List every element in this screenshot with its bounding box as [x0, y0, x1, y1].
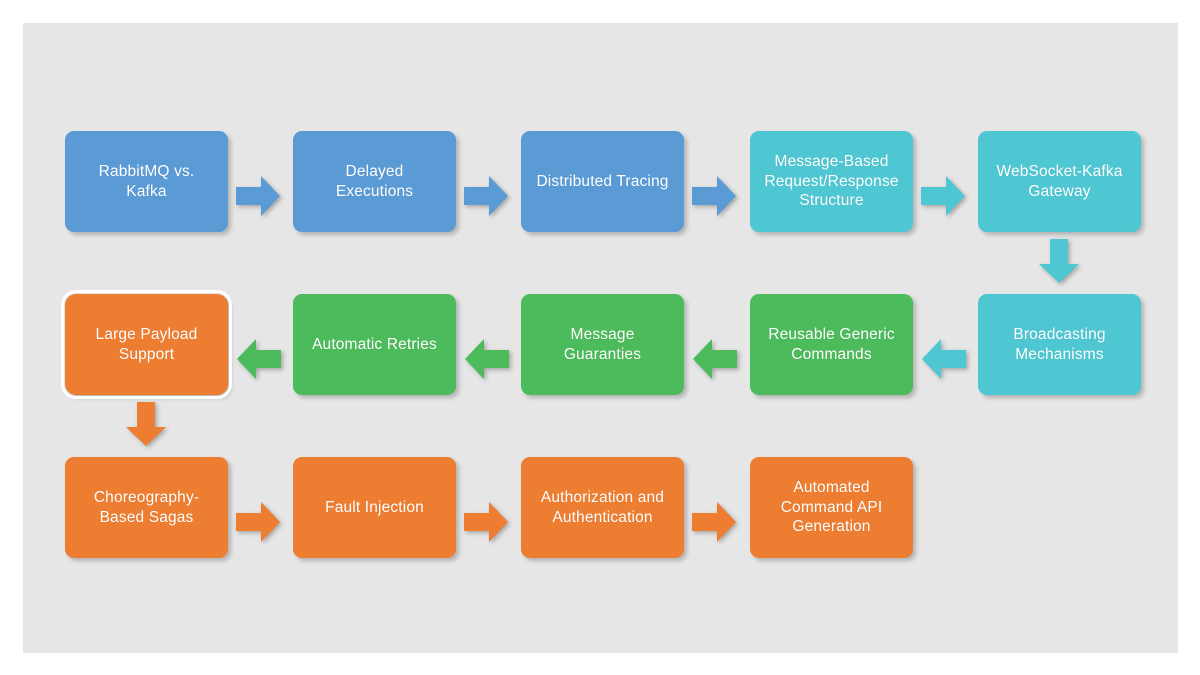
arrow-left-r2-2[interactable] [692, 338, 737, 380]
arrow-right-r1-2[interactable] [464, 175, 509, 217]
arrow-right-r3-2[interactable] [464, 501, 509, 543]
arrow-left-icon [465, 339, 509, 379]
node-label: RabbitMQ vs.Kafka [98, 162, 195, 200]
arrow-right-icon [921, 176, 965, 216]
arrow-left-icon [693, 339, 737, 379]
arrow-left-icon [237, 339, 281, 379]
node-choreography-based-sagas[interactable]: Choreography-Based Sagas [65, 457, 228, 558]
arrow-down-icon [1039, 239, 1079, 283]
arrow-down-icon [126, 402, 166, 446]
node-fault-injection[interactable]: Fault Injection [293, 457, 456, 558]
arrow-right-icon [692, 176, 736, 216]
node-distributed-tracing[interactable]: Distributed Tracing [521, 131, 684, 232]
node-label: Distributed Tracing [536, 172, 669, 190]
arrow-left-r2-4[interactable] [236, 338, 281, 380]
arrow-right-r1-4[interactable] [921, 175, 966, 217]
arrow-right-r3-1[interactable] [236, 501, 281, 543]
arrow-down-large-payload-to-choreography[interactable] [125, 402, 167, 447]
arrow-right-r1-3[interactable] [692, 175, 737, 217]
arrow-right-icon [236, 502, 280, 542]
arrow-left-r2-1[interactable] [921, 338, 966, 380]
arrow-right-r3-3[interactable] [692, 501, 737, 543]
arrow-right-icon [236, 176, 280, 216]
arrow-right-icon [464, 176, 508, 216]
node-rabbitmq-vs-kafka[interactable]: RabbitMQ vs.Kafka [65, 131, 228, 232]
node-label: Choreography-Based Sagas [93, 488, 200, 526]
arrow-left-icon [922, 339, 966, 379]
arrow-right-icon [692, 502, 736, 542]
arrow-right-r1-1[interactable] [236, 175, 281, 217]
node-label: Automatic Retries [312, 335, 437, 353]
node-label: Fault Injection [325, 498, 424, 516]
node-automatic-retries[interactable]: Automatic Retries [293, 294, 456, 395]
arrow-left-r2-3[interactable] [464, 338, 509, 380]
arrow-right-icon [464, 502, 508, 542]
arrow-down-websocket-to-broadcasting[interactable] [1038, 239, 1080, 284]
